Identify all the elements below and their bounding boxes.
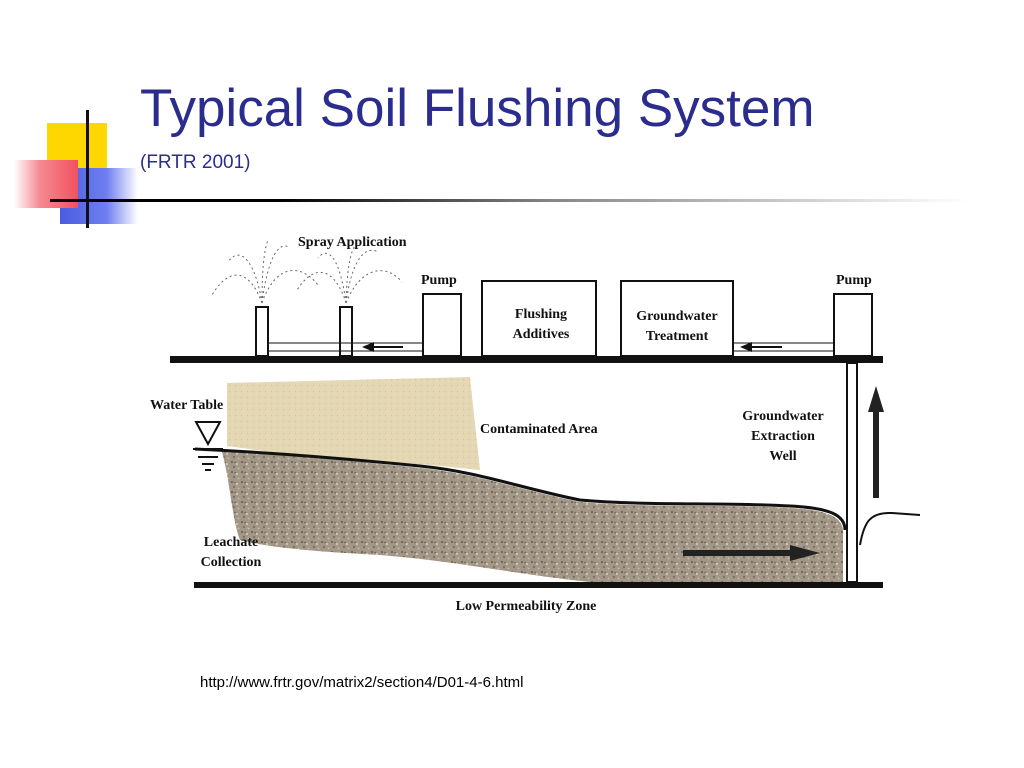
page-subtitle: (FRTR 2001)	[140, 152, 251, 173]
contaminated-area-shape	[227, 377, 480, 470]
extraction-up-arrow-icon	[868, 386, 884, 498]
pump-right-box	[833, 293, 873, 357]
extraction-well-label-1: Groundwater	[742, 409, 823, 424]
low-permeability-label: Low Permeability Zone	[456, 599, 597, 614]
pump-left-box	[422, 293, 462, 357]
spray-icon-2	[296, 243, 403, 304]
pump-right-label: Pump	[836, 273, 872, 288]
surface-pipe-left	[268, 342, 423, 352]
leachate-flow-arrow-icon	[683, 545, 820, 561]
groundwater-treatment-label-1: Groundwater	[636, 309, 717, 324]
leachate-label-1: Leachate	[204, 535, 258, 550]
title-underline	[50, 199, 970, 202]
low-permeability-line	[194, 582, 883, 588]
ground-surface-line	[170, 356, 883, 363]
leachate-label-2: Collection	[201, 555, 262, 570]
water-table-line	[194, 447, 847, 531]
spray-nozzle-2	[339, 306, 353, 357]
spray-nozzle-1	[255, 306, 269, 357]
extraction-well-label-3: Well	[769, 449, 796, 464]
extraction-well	[846, 362, 858, 583]
spray-icon-1	[211, 239, 319, 304]
groundwater-treatment-label-2: Treatment	[646, 329, 709, 344]
flushing-additives-box	[481, 280, 597, 357]
water-table-label: Water Table	[150, 398, 223, 413]
flow-arrow-left-icon	[362, 342, 403, 352]
pump-left-label: Pump	[421, 273, 457, 288]
page-title: Typical Soil Flushing System	[140, 79, 815, 138]
flow-arrow-right-icon	[740, 342, 782, 352]
flushing-additives-label-2: Additives	[513, 327, 570, 342]
contaminated-area-label: Contaminated Area	[480, 422, 598, 437]
gravel-layer	[222, 452, 844, 582]
spray-application-label: Spray Application	[298, 235, 407, 250]
source-url[interactable]: http://www.frtr.gov/matrix2/section4/D01…	[200, 674, 524, 691]
well-drawdown-curve	[859, 511, 921, 546]
water-table-icon	[193, 421, 223, 471]
extraction-well-label-2: Extraction	[751, 429, 815, 444]
groundwater-treatment-box	[620, 280, 734, 357]
flushing-additives-label-1: Flushing	[515, 307, 567, 322]
deco-vertical-line	[86, 110, 89, 228]
